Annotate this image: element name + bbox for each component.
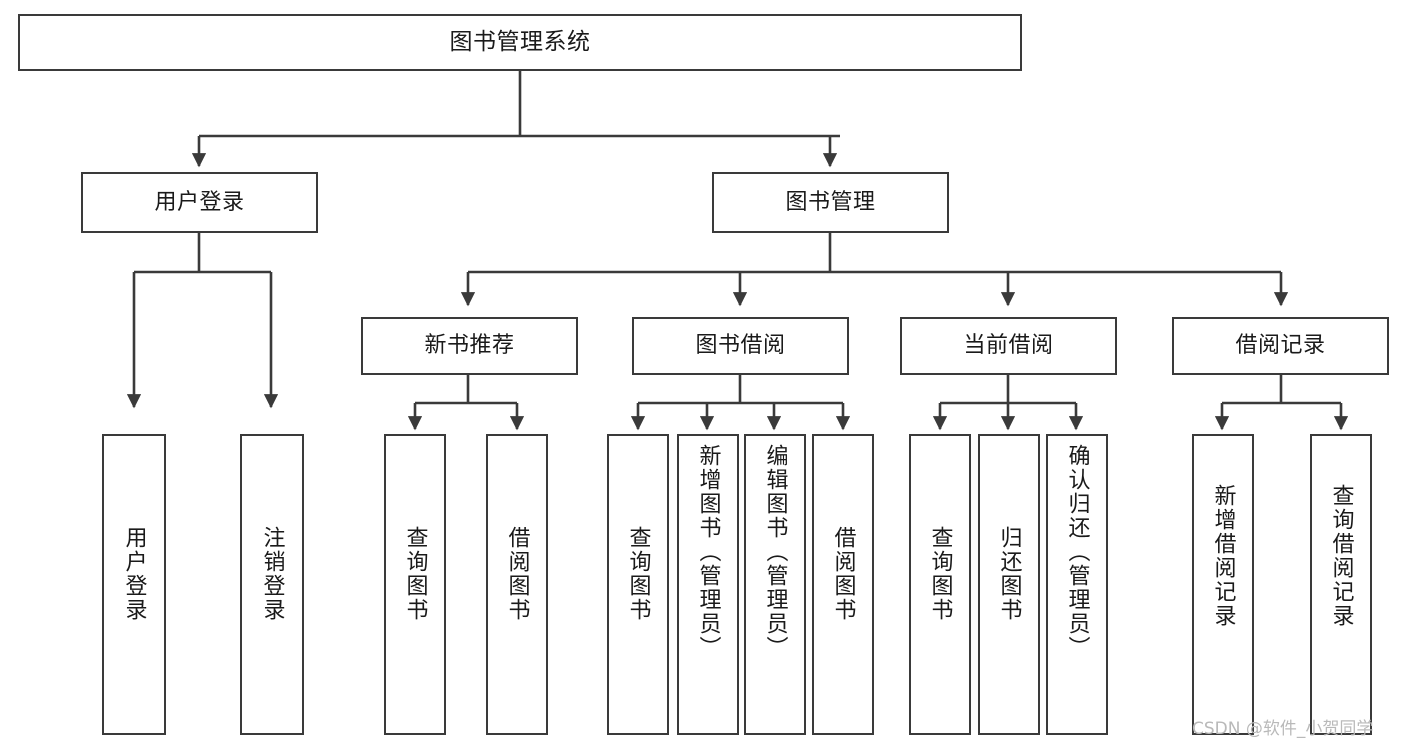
node-new-book-rec[interactable]: 新书推荐 [361, 317, 578, 375]
node-leaf-add-record-label: 新增借阅记录 [1210, 484, 1236, 628]
node-leaf-borrow-book-1-label: 借阅图书 [504, 526, 530, 622]
node-book-borrow[interactable]: 图书借阅 [632, 317, 849, 375]
node-leaf-query-record-label: 查询借阅记录 [1328, 484, 1354, 628]
node-leaf-logout[interactable]: 注销登录 [240, 434, 304, 735]
node-current-borrow-label: 当前借阅 [963, 333, 1054, 359]
node-borrow-record[interactable]: 借阅记录 [1172, 317, 1389, 375]
node-leaf-add-book[interactable]: 新增图书（管理员） [677, 434, 739, 735]
node-root-label: 图书管理系统 [449, 28, 591, 55]
node-leaf-return-book[interactable]: 归还图书 [978, 434, 1040, 735]
node-user-login-label: 用户登录 [154, 189, 245, 215]
node-leaf-edit-book[interactable]: 编辑图书（管理员） [744, 434, 806, 735]
node-leaf-logout-label: 注销登录 [259, 526, 285, 622]
node-leaf-borrow-book-2-label: 借阅图书 [830, 526, 856, 622]
node-leaf-return-book-label: 归还图书 [996, 526, 1022, 622]
node-book-manage-label: 图书管理 [785, 189, 876, 215]
node-leaf-user-login[interactable]: 用户登录 [102, 434, 166, 735]
node-book-manage[interactable]: 图书管理 [712, 172, 949, 233]
node-leaf-query-book-3[interactable]: 查询图书 [909, 434, 971, 735]
csdn-watermark: CSDN @软件_小贺同学 [1192, 719, 1374, 739]
node-leaf-query-book-2-label: 查询图书 [625, 526, 651, 622]
node-leaf-add-record[interactable]: 新增借阅记录 [1192, 434, 1254, 735]
node-leaf-edit-book-label: 编辑图书（管理员） [762, 444, 788, 660]
node-leaf-query-book-2[interactable]: 查询图书 [607, 434, 669, 735]
node-user-login[interactable]: 用户登录 [81, 172, 318, 233]
node-leaf-borrow-book-2[interactable]: 借阅图书 [812, 434, 874, 735]
node-root[interactable]: 图书管理系统 [18, 14, 1022, 71]
node-leaf-query-book-1[interactable]: 查询图书 [384, 434, 446, 735]
node-leaf-query-record[interactable]: 查询借阅记录 [1310, 434, 1372, 735]
node-leaf-add-book-label: 新增图书（管理员） [695, 444, 721, 660]
node-leaf-confirm-return[interactable]: 确认归还（管理员） [1046, 434, 1108, 735]
node-leaf-query-book-3-label: 查询图书 [927, 526, 953, 622]
node-book-borrow-label: 图书借阅 [695, 333, 786, 359]
node-new-book-rec-label: 新书推荐 [424, 333, 515, 359]
node-leaf-borrow-book-1[interactable]: 借阅图书 [486, 434, 548, 735]
node-leaf-confirm-return-label: 确认归还（管理员） [1064, 444, 1090, 660]
node-leaf-user-login-label: 用户登录 [121, 526, 147, 622]
node-borrow-record-label: 借阅记录 [1235, 333, 1326, 359]
node-current-borrow[interactable]: 当前借阅 [900, 317, 1117, 375]
node-leaf-query-book-1-label: 查询图书 [402, 526, 428, 622]
